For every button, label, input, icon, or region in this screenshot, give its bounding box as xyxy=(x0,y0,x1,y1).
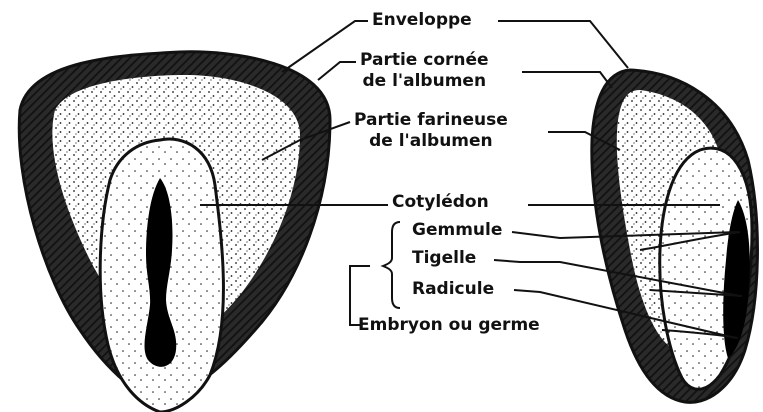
embryo-bracket xyxy=(383,222,400,308)
label-gemmule: Gemmule xyxy=(412,220,502,241)
label-partie-cornee: Partie cornée de l'albumen xyxy=(360,50,489,92)
label-partie-cornee-line2: de l'albumen xyxy=(360,71,489,92)
label-enveloppe: Enveloppe xyxy=(372,10,472,31)
leader-cornee-left xyxy=(318,62,356,80)
label-partie-cornee-line1: Partie cornée xyxy=(360,50,489,71)
label-partie-farineuse-line1: Partie farineuse xyxy=(354,110,508,131)
label-radicule: Radicule xyxy=(412,279,494,300)
label-embryon: Embryon ou germe xyxy=(358,315,540,336)
leader-enveloppe-left xyxy=(282,21,368,72)
label-partie-farineuse-line2: de l'albumen xyxy=(354,131,508,152)
left-kernel-section xyxy=(19,52,330,412)
leader-cornee-right xyxy=(522,72,612,88)
label-cotyledon: Cotylédon xyxy=(392,192,489,213)
label-tigelle: Tigelle xyxy=(412,248,476,269)
leader-enveloppe-right xyxy=(498,21,628,68)
label-partie-farineuse: Partie farineuse de l'albumen xyxy=(354,110,508,152)
